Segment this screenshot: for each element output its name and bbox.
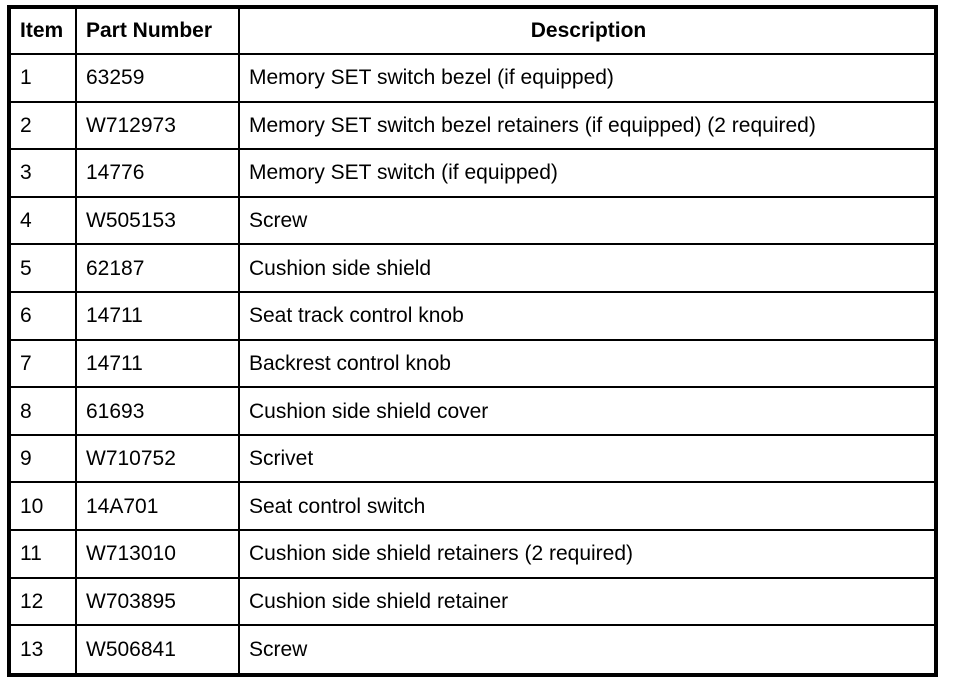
item-cell: 12	[8, 576, 77, 627]
table-row: 6 14711 Seat track control knob	[8, 291, 937, 341]
part-number-cell: 14711	[75, 291, 240, 341]
table-row: 7 14711 Backrest control knob	[8, 338, 937, 389]
column-header-item: Item	[8, 6, 77, 55]
item-cell: 9	[8, 433, 77, 484]
description-cell: Memory SET switch (if equipped)	[238, 148, 937, 198]
description-cell: Seat control switch	[238, 481, 937, 532]
table-row: 1 63259 Memory SET switch bezel (if equi…	[8, 53, 937, 103]
table-row: 5 62187 Cushion side shield	[8, 243, 937, 294]
table-row: 12 W703895 Cushion side shield retainer	[8, 576, 937, 627]
item-cell: 8	[8, 386, 77, 436]
part-number-cell: W703895	[75, 576, 240, 627]
part-number-cell: W505153	[75, 195, 240, 246]
item-cell: 10	[8, 481, 77, 532]
part-number-cell: 61693	[75, 386, 240, 436]
parts-table: Item Part Number Description 1 63259 Mem…	[7, 5, 938, 677]
description-cell: Scrivet	[238, 433, 937, 484]
part-number-cell: W712973	[75, 100, 240, 151]
table-row: 10 14A701 Seat control switch	[8, 481, 937, 532]
header-row: Item Part Number Description	[8, 6, 937, 55]
item-cell: 13	[8, 624, 77, 676]
table-row: 11 W713010 Cushion side shield retainers…	[8, 529, 937, 579]
part-number-cell: 14776	[75, 148, 240, 198]
part-number-cell: 14711	[75, 338, 240, 389]
table-row: 3 14776 Memory SET switch (if equipped)	[8, 148, 937, 198]
item-cell: 2	[8, 100, 77, 151]
item-cell: 11	[8, 529, 77, 579]
part-number-cell: W713010	[75, 529, 240, 579]
description-cell: Seat track control knob	[238, 291, 937, 341]
description-cell: Cushion side shield cover	[238, 386, 937, 436]
item-cell: 5	[8, 243, 77, 294]
column-header-description: Description	[238, 6, 937, 55]
description-cell: Cushion side shield retainer	[238, 576, 937, 627]
table-row: 9 W710752 Scrivet	[8, 433, 937, 484]
description-cell: Cushion side shield retainers (2 require…	[238, 529, 937, 579]
table-row: 8 61693 Cushion side shield cover	[8, 386, 937, 436]
column-header-part-number: Part Number	[75, 6, 240, 55]
item-cell: 6	[8, 291, 77, 341]
part-number-cell: 62187	[75, 243, 240, 294]
part-number-cell: 63259	[75, 53, 240, 103]
description-cell: Screw	[238, 195, 937, 246]
description-cell: Screw	[238, 624, 937, 676]
description-cell: Memory SET switch bezel retainers (if eq…	[238, 100, 937, 151]
part-number-cell: 14A701	[75, 481, 240, 532]
item-cell: 4	[8, 195, 77, 246]
description-cell: Backrest control knob	[238, 338, 937, 389]
description-cell: Memory SET switch bezel (if equipped)	[238, 53, 937, 103]
table-row: 2 W712973 Memory SET switch bezel retain…	[8, 100, 937, 151]
part-number-cell: W506841	[75, 624, 240, 676]
description-cell: Cushion side shield	[238, 243, 937, 294]
item-cell: 7	[8, 338, 77, 389]
table-row: 4 W505153 Screw	[8, 195, 937, 246]
item-cell: 1	[8, 53, 77, 103]
table-row: 13 W506841 Screw	[8, 624, 937, 676]
item-cell: 3	[8, 148, 77, 198]
part-number-cell: W710752	[75, 433, 240, 484]
